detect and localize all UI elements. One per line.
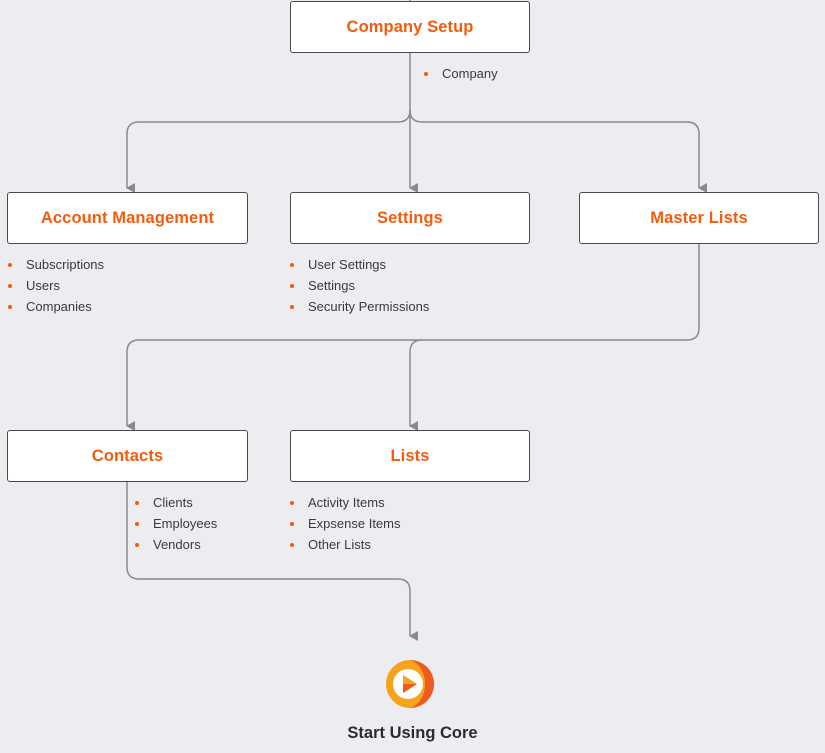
company-setup-node: Company Setup bbox=[290, 1, 530, 53]
bullet-dot-icon bbox=[290, 543, 294, 547]
connector-to-account-management bbox=[126, 109, 411, 193]
bullet-dot-icon bbox=[8, 305, 12, 309]
master-lists-title: Master Lists bbox=[650, 208, 748, 227]
settings-title: Settings bbox=[377, 208, 443, 227]
bullet-dot-icon bbox=[8, 263, 12, 267]
list-item: Security Permissions bbox=[290, 296, 429, 317]
list-item: Subscriptions bbox=[8, 254, 104, 275]
connector-to-lists bbox=[409, 339, 423, 431]
bullet-dot-icon bbox=[290, 501, 294, 505]
list-item: Company bbox=[424, 63, 498, 84]
master-lists-node: Master Lists bbox=[579, 192, 819, 244]
core-play-logo-icon bbox=[386, 660, 434, 708]
bullet-dot-icon bbox=[290, 522, 294, 526]
company-setup-title: Company Setup bbox=[346, 17, 474, 36]
bullet-dot-icon bbox=[290, 305, 294, 309]
list-item: User Settings bbox=[290, 254, 429, 275]
connector-to-master-lists bbox=[409, 109, 707, 193]
settings-node: Settings bbox=[290, 192, 530, 244]
bullet-dot-icon bbox=[424, 72, 428, 76]
list-item: Expsense Items bbox=[290, 513, 401, 534]
settings-items: User Settings Settings Security Permissi… bbox=[290, 254, 429, 317]
connector-to-start bbox=[126, 481, 418, 641]
account-management-title: Account Management bbox=[40, 208, 215, 227]
contacts-items: Clients Employees Vendors bbox=[135, 492, 217, 555]
lists-node: Lists bbox=[290, 430, 530, 482]
bullet-dot-icon bbox=[135, 543, 139, 547]
bullet-dot-icon bbox=[290, 284, 294, 288]
list-item: Activity Items bbox=[290, 492, 401, 513]
lists-items: Activity Items Expsense Items Other List… bbox=[290, 492, 401, 555]
bullet-dot-icon bbox=[290, 263, 294, 267]
bullet-dot-icon bbox=[135, 501, 139, 505]
bullet-dot-icon bbox=[8, 284, 12, 288]
connector-master-lists-down bbox=[126, 243, 700, 431]
list-item: Vendors bbox=[135, 534, 217, 555]
company-setup-items: Company bbox=[424, 63, 498, 84]
list-item: Users bbox=[8, 275, 104, 296]
list-item: Companies bbox=[8, 296, 104, 317]
list-item: Other Lists bbox=[290, 534, 401, 555]
start-using-core-label: Start Using Core bbox=[347, 724, 478, 742]
lists-title: Lists bbox=[390, 446, 430, 465]
account-management-node: Account Management bbox=[7, 192, 248, 244]
account-management-items: Subscriptions Users Companies bbox=[8, 254, 104, 317]
contacts-node: Contacts bbox=[7, 430, 248, 482]
contacts-title: Contacts bbox=[91, 446, 164, 465]
bullet-dot-icon bbox=[135, 522, 139, 526]
list-item: Employees bbox=[135, 513, 217, 534]
list-item: Settings bbox=[290, 275, 429, 296]
list-item: Clients bbox=[135, 492, 217, 513]
